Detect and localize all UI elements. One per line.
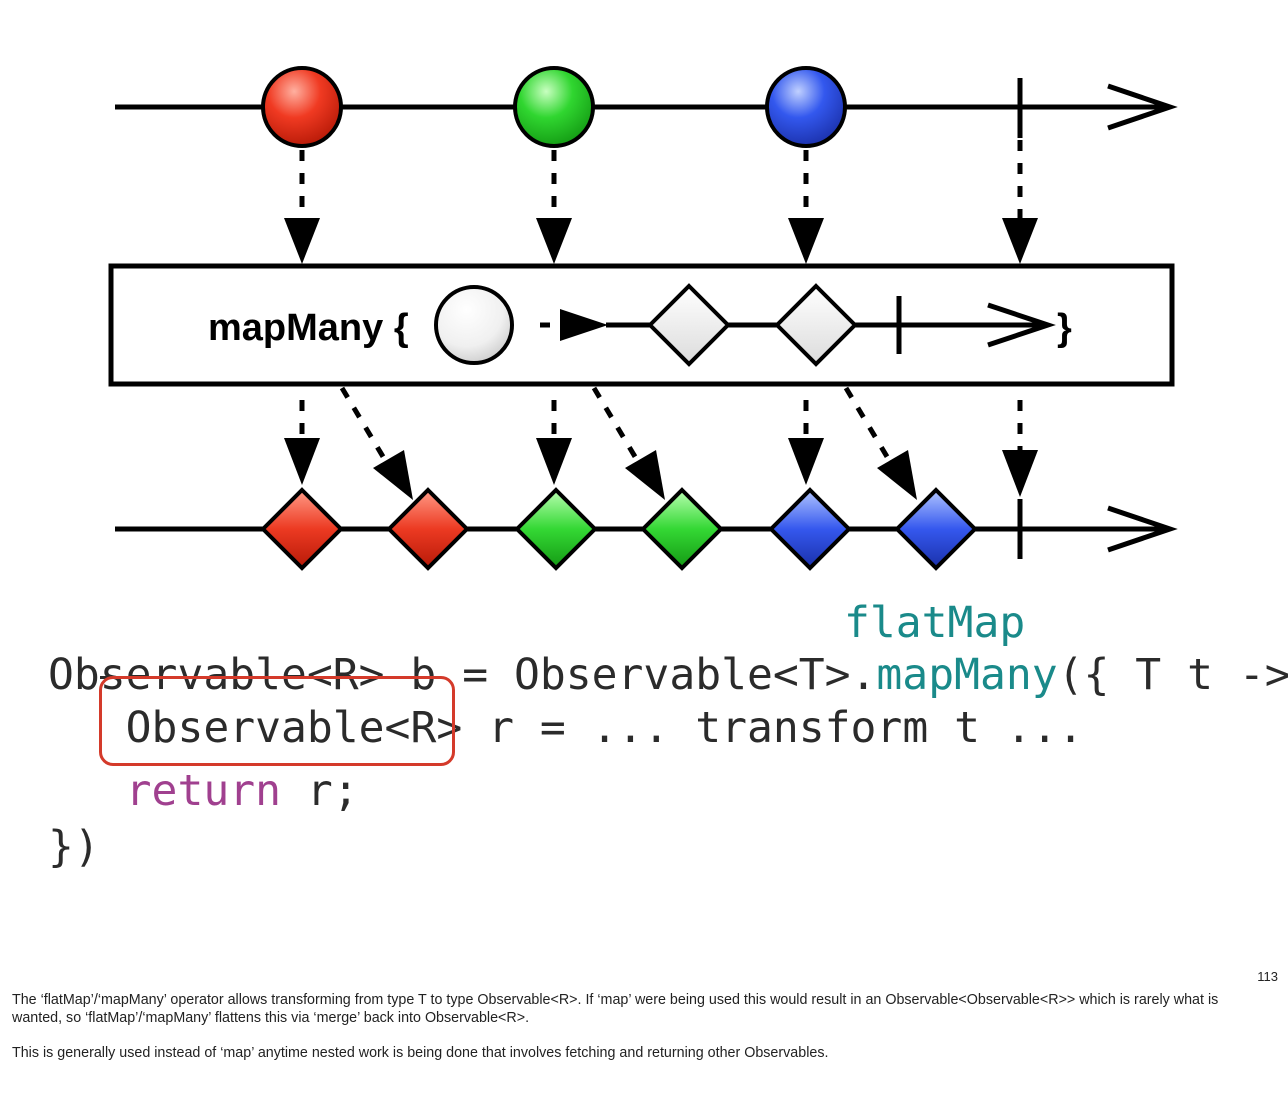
code-line-2-rest: r = ... transform t ... [462,703,1084,753]
code-line-3: return r; [48,770,359,813]
code-line-1-suffix: ({ T t -> [1057,650,1288,700]
operator-closing-brace: } [1057,307,1072,349]
slide-number: 113 [1257,969,1278,984]
code-method: mapMany [876,650,1058,700]
output-diamond-red-1 [260,487,344,571]
operator-inner-diamond-1 [647,283,731,367]
code-line-2-type: Observable<R> [125,703,463,753]
output-diamond-green-1 [514,487,598,571]
marble-diagram: mapMany { } [108,66,1178,571]
notes-paragraph-2: This is generally used instead of ‘map’ … [12,1045,829,1061]
output-diamond-blue-2 [894,487,978,571]
input-arrowheads [284,218,1038,264]
output-arrowheads [284,438,1038,500]
input-arrows [299,140,1023,222]
notes-paragraph-1: The ‘flatMap’/‘mapMany’ operator allows … [12,992,1219,1026]
operator-input-marble [434,285,514,365]
input-marble-green [513,66,595,148]
output-diamond-blue-1 [768,487,852,571]
code-line-4: }) [48,822,100,872]
output-arrows [299,386,1023,462]
input-marble-red [261,66,343,148]
output-timeline-arrowhead [1107,505,1178,553]
input-timeline-arrowhead [1107,83,1178,131]
code-return-keyword: return [125,766,282,816]
highlight-box [99,676,455,766]
output-diamond-red-2 [386,487,470,571]
input-marble-blue [765,66,847,148]
operator-inner-diamond-2 [774,283,858,367]
operator-arrowhead [560,309,608,341]
code-line-3-rest: r; [281,766,359,816]
operator-inner-timeline-arrowhead [987,302,1056,348]
speaker-notes: The ‘flatMap’/‘mapMany’ operator allows … [12,991,1272,1079]
code-line-2: Observable<R> r = ... transform t ... [48,707,1084,750]
alt-operator-name: flatMap [844,598,1026,648]
operator-label: mapMany { [208,307,409,349]
output-diamond-green-2 [640,487,724,571]
